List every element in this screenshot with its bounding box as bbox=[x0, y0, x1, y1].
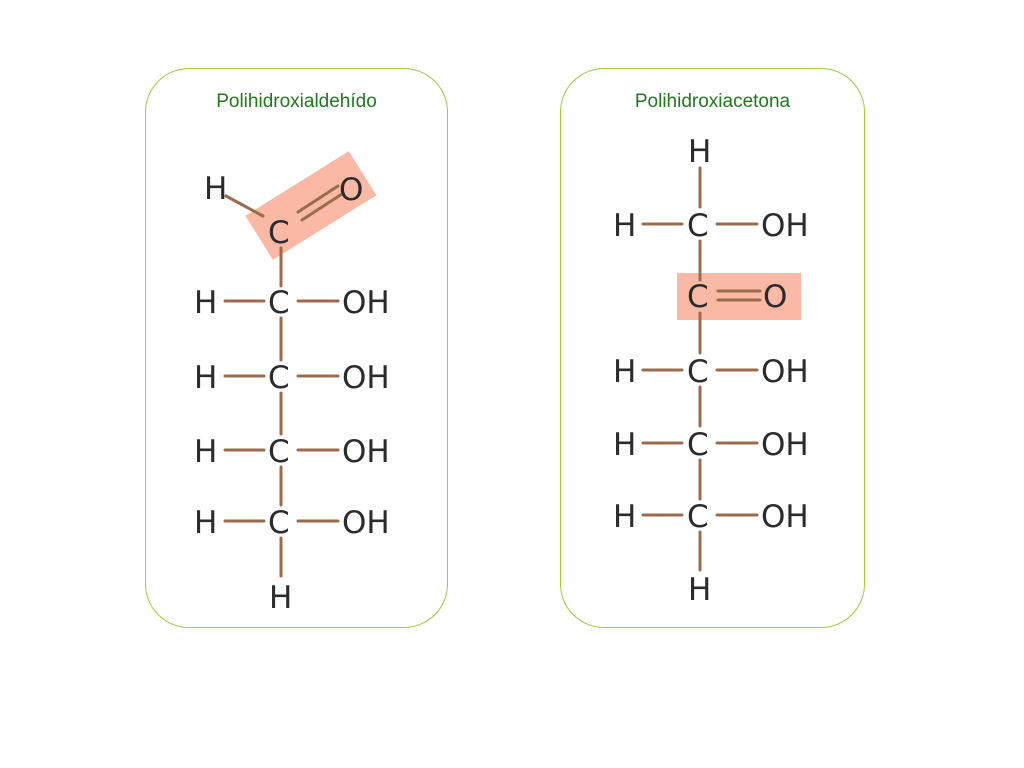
atom-oh-4: OH bbox=[342, 505, 390, 541]
atom-c-2: C bbox=[268, 360, 290, 396]
atom-k-c-5: C bbox=[687, 499, 709, 535]
atom-k-oh-4: OH bbox=[761, 427, 809, 463]
atom-k-h-left-1: H bbox=[613, 208, 636, 244]
atom-k-o-2: O bbox=[763, 279, 787, 315]
atom-k-oh-5: OH bbox=[761, 499, 809, 535]
atom-h-left-1: H bbox=[194, 285, 217, 321]
atom-k-h-bottom: H bbox=[688, 572, 711, 608]
ketone-highlight bbox=[677, 273, 801, 320]
atom-oh-1: OH bbox=[342, 285, 390, 321]
atom-h-left-2: H bbox=[194, 360, 217, 396]
atom-oh-2: OH bbox=[342, 360, 390, 396]
atom-k-h-top: H bbox=[688, 134, 711, 170]
ketose-panel: Polihidroxiacetona bbox=[560, 68, 865, 628]
bond-h-c1 bbox=[224, 194, 265, 218]
aldose-panel: Polihidroxialdehído bbox=[145, 68, 448, 628]
bond-c1-o-upper bbox=[296, 184, 340, 214]
atom-o-aldehyde: O bbox=[339, 172, 363, 208]
bond-c1-o-lower bbox=[300, 192, 344, 222]
aldose-title: Polihidroxialdehído bbox=[216, 91, 377, 112]
atom-h-left-4: H bbox=[194, 505, 217, 541]
aldehyde-highlight bbox=[245, 151, 377, 260]
atom-c-1: C bbox=[268, 285, 290, 321]
atom-c-4: C bbox=[268, 505, 290, 541]
atom-oh-3: OH bbox=[342, 434, 390, 470]
atom-h-left-3: H bbox=[194, 434, 217, 470]
ketose-title: Polihidroxiacetona bbox=[634, 91, 791, 112]
ketose-structure: H H C OH C O H C OH H C OH H C OH H bbox=[613, 134, 809, 608]
atom-c-3: C bbox=[268, 434, 290, 470]
atom-k-c-2: C bbox=[687, 279, 709, 315]
atom-k-c-3: C bbox=[687, 354, 709, 390]
atom-h-aldehyde: H bbox=[204, 171, 227, 207]
atom-k-h-left-5: H bbox=[613, 499, 636, 535]
atom-k-oh-1: OH bbox=[761, 208, 809, 244]
atom-k-h-left-4: H bbox=[613, 427, 636, 463]
atom-k-c-1: C bbox=[687, 208, 709, 244]
atom-k-oh-3: OH bbox=[761, 354, 809, 390]
aldose-structure: H C O H C OH H C OH H C OH H C OH H bbox=[194, 151, 390, 616]
atom-k-h-left-3: H bbox=[613, 354, 636, 390]
atom-k-c-4: C bbox=[687, 427, 709, 463]
atom-c-aldehyde: C bbox=[268, 215, 290, 251]
atom-h-bottom: H bbox=[269, 580, 292, 616]
